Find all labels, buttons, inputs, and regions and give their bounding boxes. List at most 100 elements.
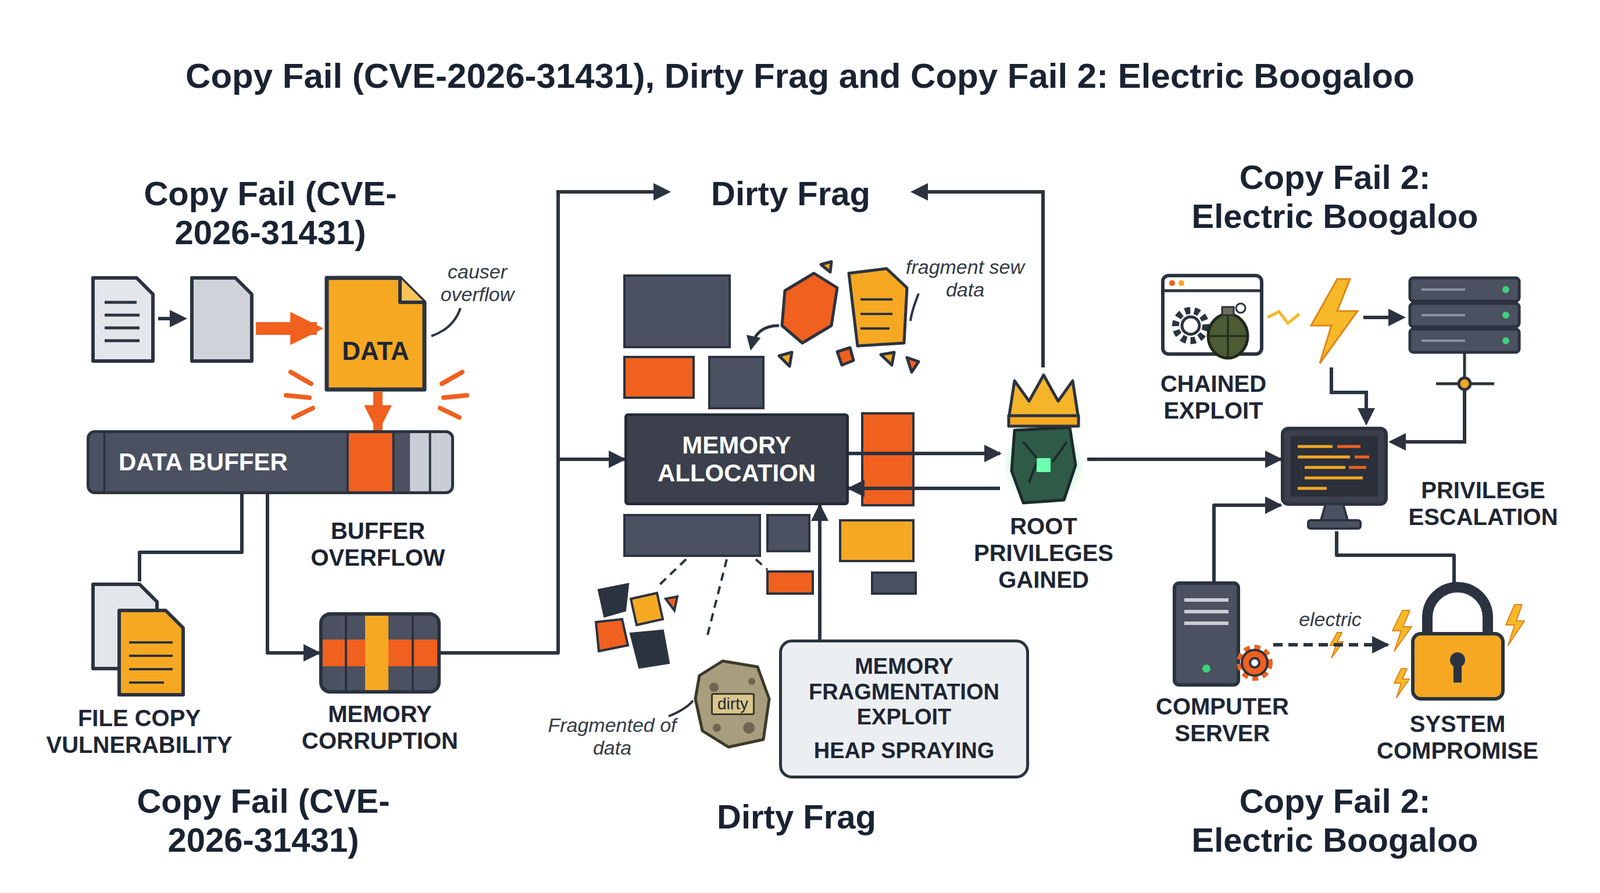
root-crown-icon — [1023, 441, 1067, 483]
node-outline — [748, 677, 756, 685]
memory-blocks — [767, 571, 813, 594]
label-slot: fragment sew data — [898, 255, 1032, 302]
source-documents — [158, 316, 184, 321]
title-slot: Copy Fail (CVE-2026-31431), Dirty Frag a… — [11, 55, 1589, 96]
fragment-debris — [630, 593, 663, 625]
connector — [1087, 457, 1281, 462]
copy-arrow — [255, 322, 317, 335]
callout-box: MEMORY FRAGMENTATION EXPLOITHEAP SPRAYIN… — [779, 639, 1030, 779]
section-heading: Dirty Frag — [674, 174, 907, 214]
node-outline — [104, 433, 431, 492]
connector — [1273, 643, 1388, 647]
diagram-title: Copy Fail (CVE-2026-31431), Dirty Frag a… — [11, 55, 1589, 96]
memory-blocks — [872, 572, 916, 594]
monitor-icon — [1308, 520, 1361, 529]
monitor-icon — [1282, 428, 1387, 505]
stage-label: BUFFER OVERFLOW — [281, 517, 474, 571]
label-slot: Copy Fail (CVE-2026-31431) — [113, 174, 428, 252]
memory-blocks — [624, 515, 760, 556]
icon-node: FILE COPY VULNERABILITY — [89, 581, 189, 698]
section-heading: Copy Fail (CVE-2026-31431) — [106, 781, 421, 860]
fragment-debris — [598, 584, 628, 617]
node-label: MEMORY CORRUPTION — [281, 700, 480, 755]
connector — [267, 494, 320, 653]
node-text: MEMORY FRAGMENTATION EXPLOIT — [794, 654, 1014, 731]
chained-exploit-icon — [1162, 275, 1262, 359]
node-text: dirty — [711, 693, 755, 716]
fragment-debris — [595, 559, 768, 668]
connector — [373, 391, 383, 431]
server-rack — [1502, 286, 1510, 294]
label-slot: Copy Fail 2: Electric Boogaloo — [1183, 158, 1487, 236]
section-heading: Copy Fail 2: Electric Boogaloo — [1183, 158, 1487, 236]
data-fragments — [779, 352, 792, 367]
node-label-slot: FILE COPY VULNERABILITY — [34, 704, 245, 759]
connector — [440, 459, 625, 653]
node-label: ROOT PRIVILEGES GAINED — [959, 512, 1128, 594]
memory-blocks — [862, 413, 914, 506]
data-file: DATA — [324, 275, 427, 392]
root-crown-icon — [1002, 375, 1085, 506]
label-slot: Copy Fail 2: Electric Boogaloo — [1183, 781, 1487, 860]
fragment-debris — [595, 619, 628, 652]
chained-exploit-icon — [1236, 303, 1246, 313]
node-outline — [709, 682, 719, 692]
root-crown-icon — [1008, 375, 1079, 419]
root-crown-icon — [1036, 458, 1051, 473]
computer-tower-icon — [1202, 664, 1211, 673]
node-text: DATA — [341, 336, 410, 367]
section-heading: Dirty Frag — [680, 797, 913, 837]
label-slot: Dirty Frag — [680, 797, 913, 837]
icon-node: ROOT PRIVILEGES GAINED — [1000, 372, 1088, 506]
data-fragments — [837, 347, 854, 366]
lock-icon — [1392, 587, 1525, 699]
node-label-slot: COMPUTER SERVER — [1135, 693, 1310, 747]
data-fragments — [848, 268, 907, 346]
connector — [1336, 531, 1455, 588]
section-heading: Copy Fail (CVE-2026-31431) — [113, 174, 428, 252]
chained-exploit-icon — [1162, 289, 1262, 293]
node-label-slot: SYSTEM COMPROMISE — [1364, 710, 1551, 764]
overflow-burst — [440, 372, 467, 418]
node-label-slot: MEMORY CORRUPTION — [281, 700, 480, 755]
node-label: SYSTEM COMPROMISE — [1364, 710, 1551, 764]
server-rack — [1421, 289, 1466, 341]
computer-tower-icon — [1174, 583, 1239, 685]
memory-chip-icon — [365, 615, 389, 691]
file-copy-icon — [119, 610, 184, 695]
annotation: Fragmented of data — [545, 713, 680, 760]
data-fragments — [880, 352, 895, 366]
node-outline — [400, 277, 425, 303]
icon-node: COMPUTER SERVER — [1171, 581, 1274, 687]
file-copy-icon — [129, 642, 173, 683]
fragment-debris — [630, 630, 669, 668]
node-outline — [712, 723, 721, 732]
overflow-burst — [286, 372, 313, 418]
lightning-link — [1363, 315, 1403, 320]
node-outline — [326, 277, 425, 390]
source-documents — [104, 302, 140, 341]
chained-exploit-icon — [1208, 313, 1248, 359]
node-label: COMPUTER SERVER — [1135, 693, 1310, 747]
leader-lines — [431, 308, 461, 337]
icon-node: CHAINED EXPLOIT — [1161, 273, 1266, 364]
computer-tower-icon — [1184, 600, 1229, 624]
label-slot: BUFFER OVERFLOW — [281, 517, 474, 571]
memory-chip-icon — [320, 613, 439, 692]
annotation: fragment sew data — [898, 255, 1032, 302]
data-fragments — [751, 325, 780, 348]
server-rack — [1458, 377, 1471, 390]
chained-exploit-icon — [1222, 306, 1234, 316]
label-slot: Dirty Frag — [674, 174, 907, 214]
icon-node: SYSTEM COMPROMISE — [1387, 587, 1528, 704]
lock-icon — [1453, 662, 1462, 683]
memory-blocks — [624, 275, 730, 348]
file-copy-icon — [93, 584, 184, 695]
chained-exploit-icon — [1181, 316, 1200, 335]
connector — [1213, 505, 1281, 582]
server-rack — [1391, 277, 1520, 442]
data-fragments — [820, 261, 832, 273]
computer-tower-icon — [1250, 658, 1260, 668]
chained-exploit-icon — [1175, 310, 1206, 341]
fragment-debris — [665, 596, 678, 611]
